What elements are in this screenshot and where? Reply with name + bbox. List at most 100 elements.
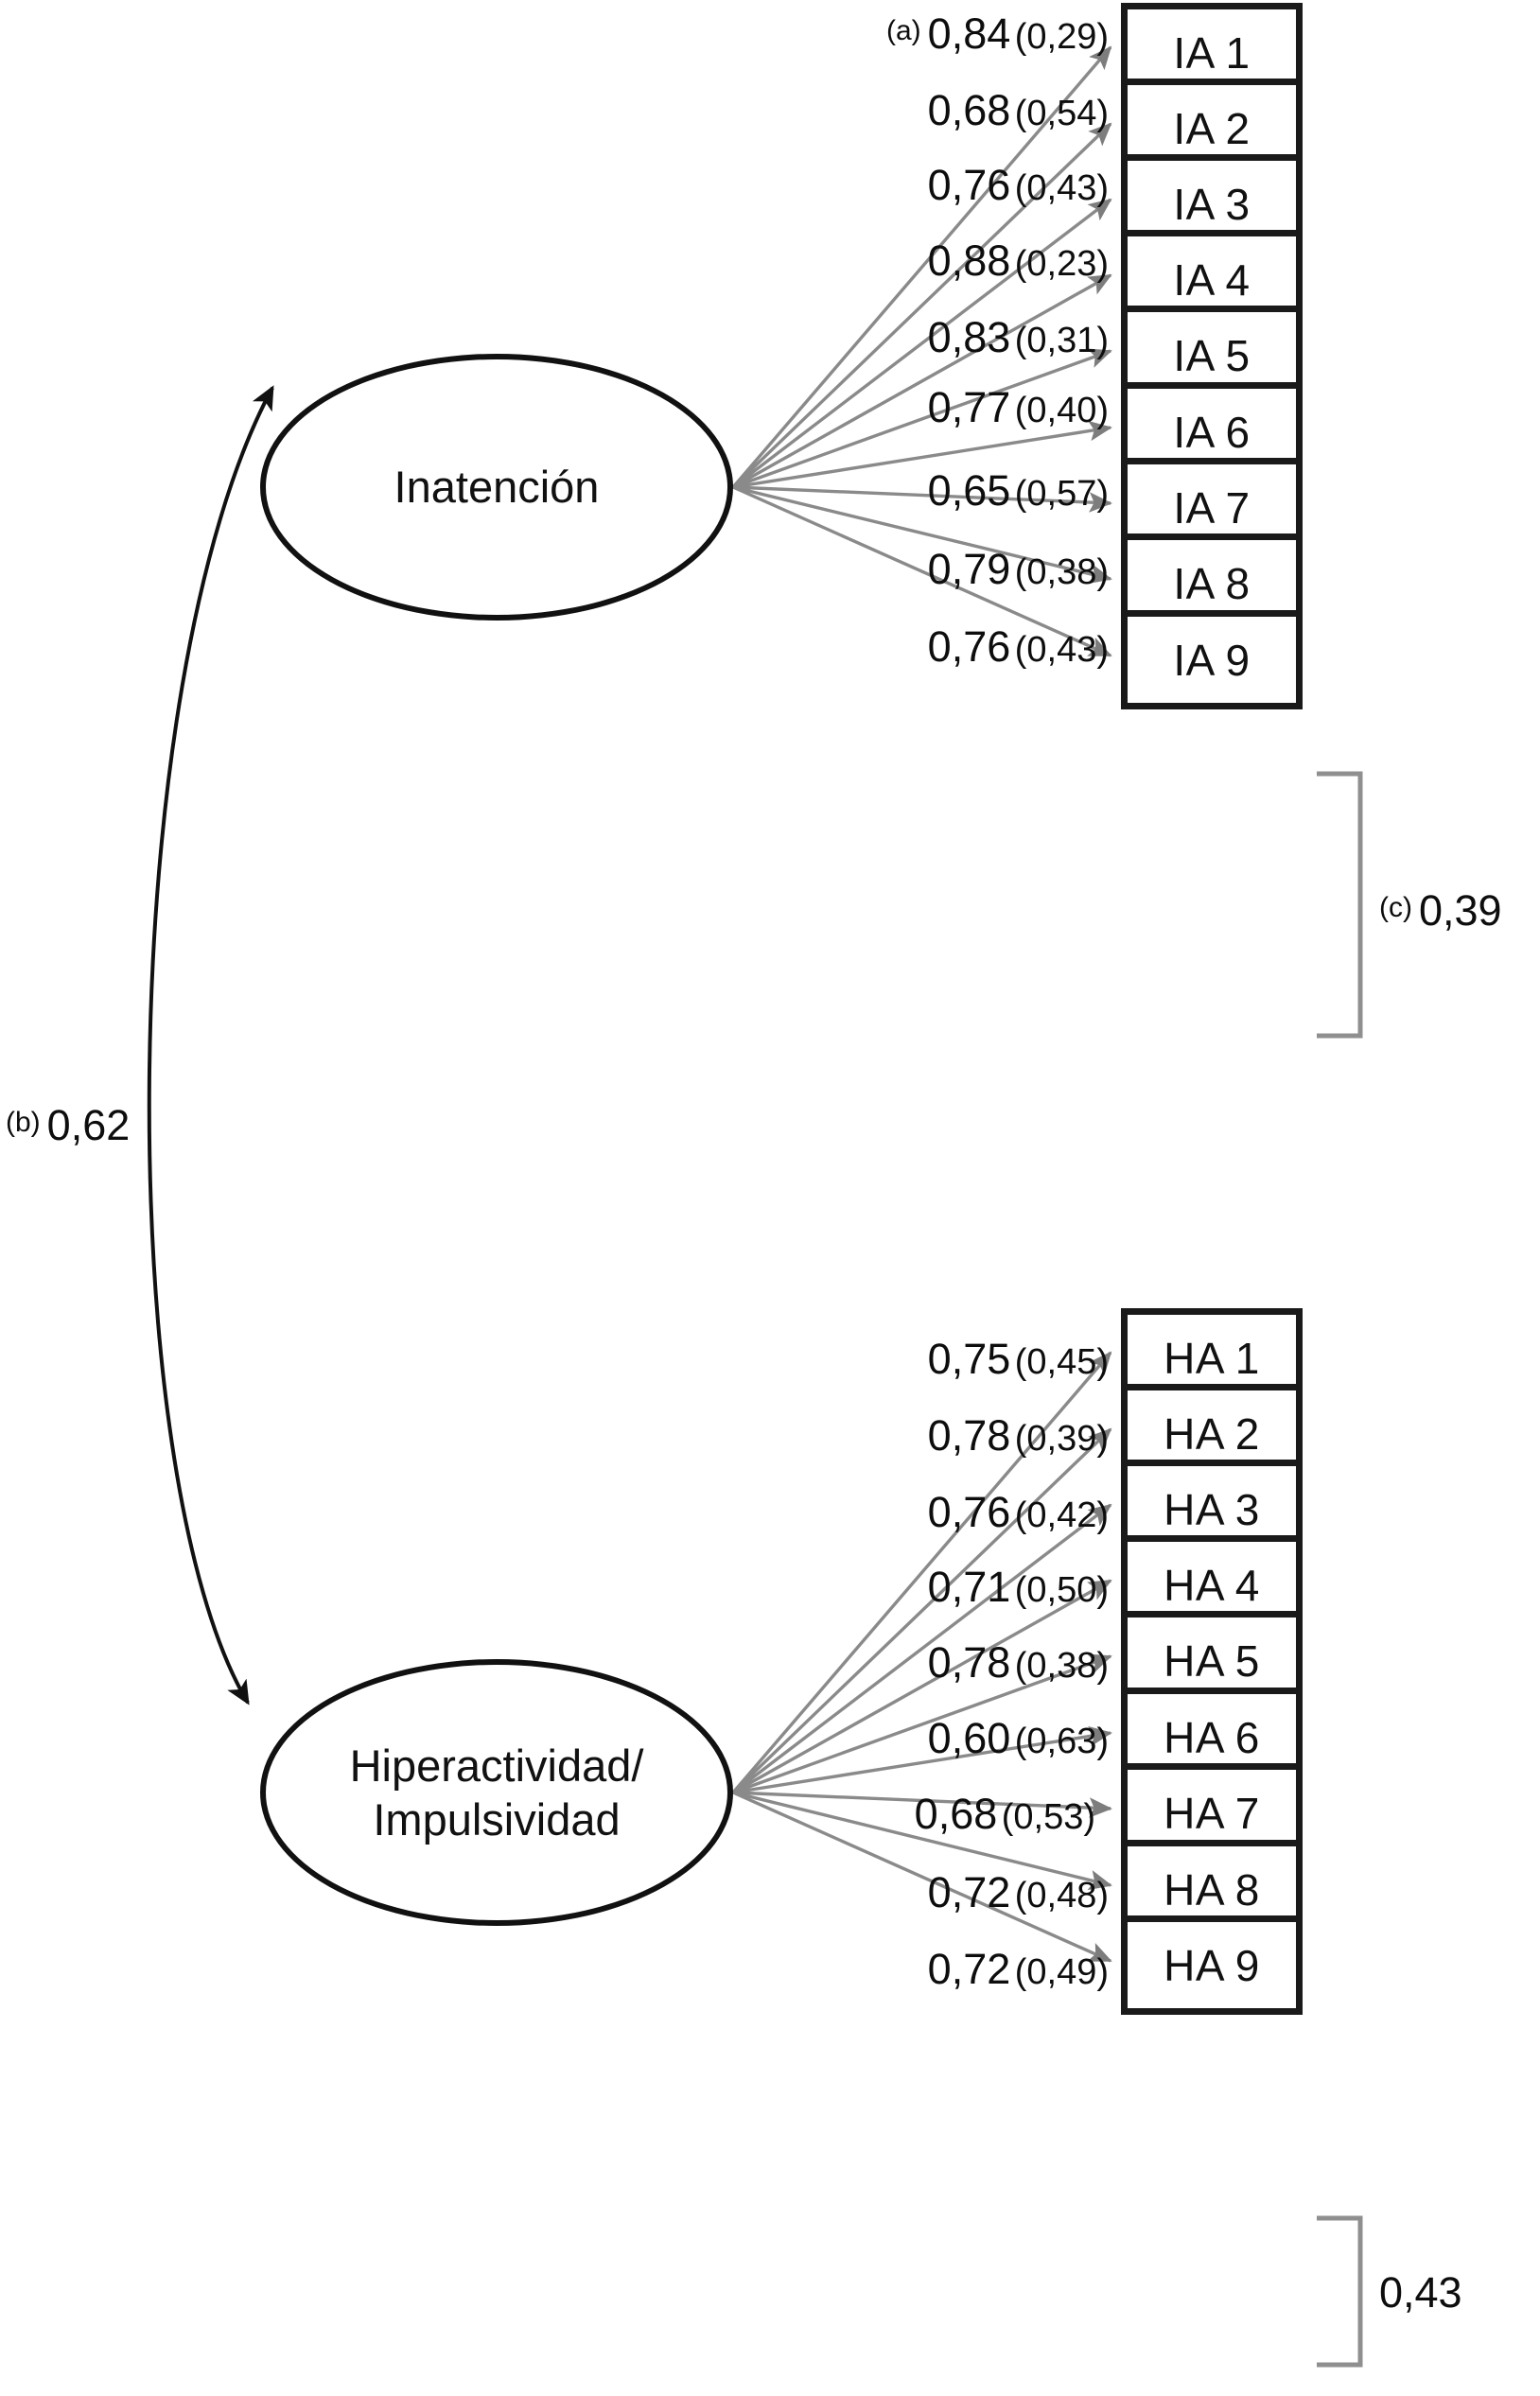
factor-ellipse-inatencion[interactable]: Inatención: [260, 354, 733, 621]
loading-arrow-ha6: [732, 1725, 1112, 1794]
loading-arrow-ia5: [732, 348, 1112, 489]
residual-value-ia1: (0,29): [1014, 17, 1109, 57]
loading-arrow-ha3: [731, 1503, 1112, 1794]
loading-arrow-ia6: [732, 420, 1112, 489]
residual-value-ia8: (0,38): [1014, 552, 1109, 592]
path-label-ia7: 0,65 (0,57): [928, 466, 1109, 516]
loading-value-ha4: 0,71: [927, 1563, 1011, 1611]
indicator-label-ia6: IA 6: [1173, 407, 1251, 457]
residual-value-ha2: (0,39): [1014, 1419, 1109, 1459]
loading-arrow-ha1: [731, 1351, 1112, 1794]
path-label-ha2: 0,78 (0,39): [928, 1411, 1109, 1460]
loading-value-ia9: 0,76: [927, 622, 1011, 671]
path-label-ha7: 0,68 (0,53): [915, 1790, 1095, 1839]
residual-value-ia2: (0,54): [1014, 94, 1109, 133]
residual-value-ha1: (0,45): [1014, 1342, 1109, 1382]
indicator-box-ha9[interactable]: HA 9: [1121, 1915, 1303, 2015]
loading-value-ia7: 0,65: [927, 466, 1011, 515]
path-label-ia6: 0,77 (0,40): [928, 383, 1109, 432]
residual-value-ha5: (0,38): [1014, 1646, 1109, 1686]
path-label-ia3: 0,76 (0,43): [928, 161, 1109, 210]
indicator-label-ha1: HA 1: [1164, 1333, 1260, 1383]
path-label-ha4: 0,71 (0,50): [928, 1563, 1109, 1612]
loading-arrow-ha5: [732, 1653, 1112, 1794]
loading-value-ia3: 0,76: [927, 161, 1011, 209]
indicator-label-ha6: HA 6: [1164, 1712, 1260, 1762]
indicator-label-ia2: IA 2: [1173, 103, 1251, 153]
loading-value-ia8: 0,79: [927, 545, 1011, 593]
loading-arrow-ha8: [732, 1791, 1112, 1891]
residual-correlation-label-ia7-ia9: (c)0,39: [1379, 886, 1502, 936]
residual-value-ia4: (0,23): [1014, 244, 1109, 284]
indicator-label-ia8: IA 8: [1173, 558, 1251, 608]
indicator-label-ia7: IA 7: [1173, 482, 1251, 533]
indicator-box-ia9[interactable]: IA 9: [1121, 610, 1303, 709]
loading-arrow-ha9: [732, 1791, 1112, 1963]
loading-arrow-ha2: [731, 1427, 1112, 1794]
loading-value-ia4: 0,88: [927, 236, 1011, 285]
path-label-ia2: 0,68 (0,54): [928, 86, 1109, 135]
residual-value-ha6: (0,63): [1014, 1722, 1109, 1761]
indicator-label-ha2: HA 2: [1164, 1408, 1260, 1459]
path-label-ha6: 0,60 (0,63): [928, 1714, 1109, 1763]
path-label-ia1: (a)0,84 (0,29): [886, 9, 1109, 59]
residual-value-ha8: (0,48): [1014, 1876, 1109, 1915]
factor-label-hiperactividad: Hiperactividad/ Impulsividad: [349, 1740, 644, 1845]
loading-arrow-ha7: [732, 1791, 1112, 1818]
loading-value-ia1: 0,84: [927, 9, 1011, 58]
path-label-ha1: 0,75 (0,45): [928, 1335, 1109, 1384]
loading-arrow-ha4: [732, 1579, 1112, 1794]
residual-value-ia6: (0,40): [1014, 391, 1109, 430]
path-label-ha5: 0,78 (0,38): [928, 1638, 1109, 1688]
indicator-label-ia5: IA 5: [1173, 330, 1251, 380]
path-label-ia5: 0,83 (0,31): [928, 313, 1109, 362]
factor-correlation-label: (b)0,62: [6, 1101, 130, 1150]
loading-value-ha8: 0,72: [927, 1868, 1011, 1916]
path-label-ia8: 0,79 (0,38): [928, 545, 1109, 594]
residual-value-ha9: (0,49): [1014, 1952, 1109, 1992]
path-label-ha3: 0,76 (0,42): [928, 1488, 1109, 1537]
residual-value-ha3: (0,42): [1014, 1495, 1109, 1535]
factor-correlation-value: 0,62: [46, 1101, 131, 1149]
loading-arrows-hiperactividad: [731, 1351, 1112, 1963]
indicator-label-ia3: IA 3: [1173, 179, 1251, 229]
indicator-label-ha8: HA 8: [1164, 1864, 1260, 1915]
indicator-label-ha5: HA 5: [1164, 1635, 1260, 1686]
loading-arrow-ia1: [731, 45, 1112, 489]
path-label-ha9: 0,72 (0,49): [928, 1945, 1109, 1994]
factor-label-inatencion: Inatención: [394, 462, 600, 513]
loading-arrow-ia3: [731, 198, 1112, 489]
annotation-marker-b: (b): [6, 1107, 41, 1138]
loading-arrow-ia7: [732, 485, 1112, 513]
factor-correlation-arrow: [147, 385, 274, 1705]
loading-value-ha5: 0,78: [927, 1638, 1011, 1687]
residual-value-ia7: (0,57): [1014, 474, 1109, 514]
loading-value-ia5: 0,83: [927, 313, 1011, 361]
loading-value-ia6: 0,77: [927, 383, 1011, 431]
loading-arrow-ia4: [732, 273, 1112, 489]
path-label-ia9: 0,76 (0,43): [928, 622, 1109, 672]
residual-value-ia3: (0,43): [1014, 168, 1109, 208]
indicator-label-ha4: HA 4: [1164, 1560, 1260, 1610]
residual-correlation-value-ia7-ia9: 0,39: [1418, 886, 1502, 935]
residual-value-ha4: (0,50): [1014, 1570, 1109, 1610]
residual-correlation-label-ha8-ha9: 0,43: [1379, 2268, 1462, 2317]
residual-correlation-value-ha8-ha9: 0,43: [1379, 2268, 1462, 2317]
indicator-label-ha9: HA 9: [1164, 1940, 1260, 1990]
indicator-label-ia4: IA 4: [1173, 254, 1251, 305]
indicator-label-ia1: IA 1: [1173, 27, 1251, 78]
residual-bracket-ia7-ia9: [1317, 771, 1363, 1039]
loading-arrow-ia9: [732, 485, 1112, 657]
residual-value-ha7: (0,53): [1001, 1797, 1095, 1837]
indicator-label-ha7: HA 7: [1164, 1788, 1260, 1838]
path-label-ha8: 0,72 (0,48): [928, 1868, 1109, 1917]
loading-value-ha6: 0,60: [927, 1714, 1011, 1762]
residual-value-ia9: (0,43): [1014, 630, 1109, 670]
factor-ellipse-hiperactividad[interactable]: Hiperactividad/ Impulsividad: [260, 1659, 733, 1926]
loading-value-ha3: 0,76: [927, 1488, 1011, 1536]
loading-value-ia2: 0,68: [927, 86, 1011, 134]
loading-arrow-ia8: [732, 485, 1112, 585]
loading-arrow-ia2: [731, 122, 1112, 489]
indicator-label-ha3: HA 3: [1164, 1484, 1260, 1534]
